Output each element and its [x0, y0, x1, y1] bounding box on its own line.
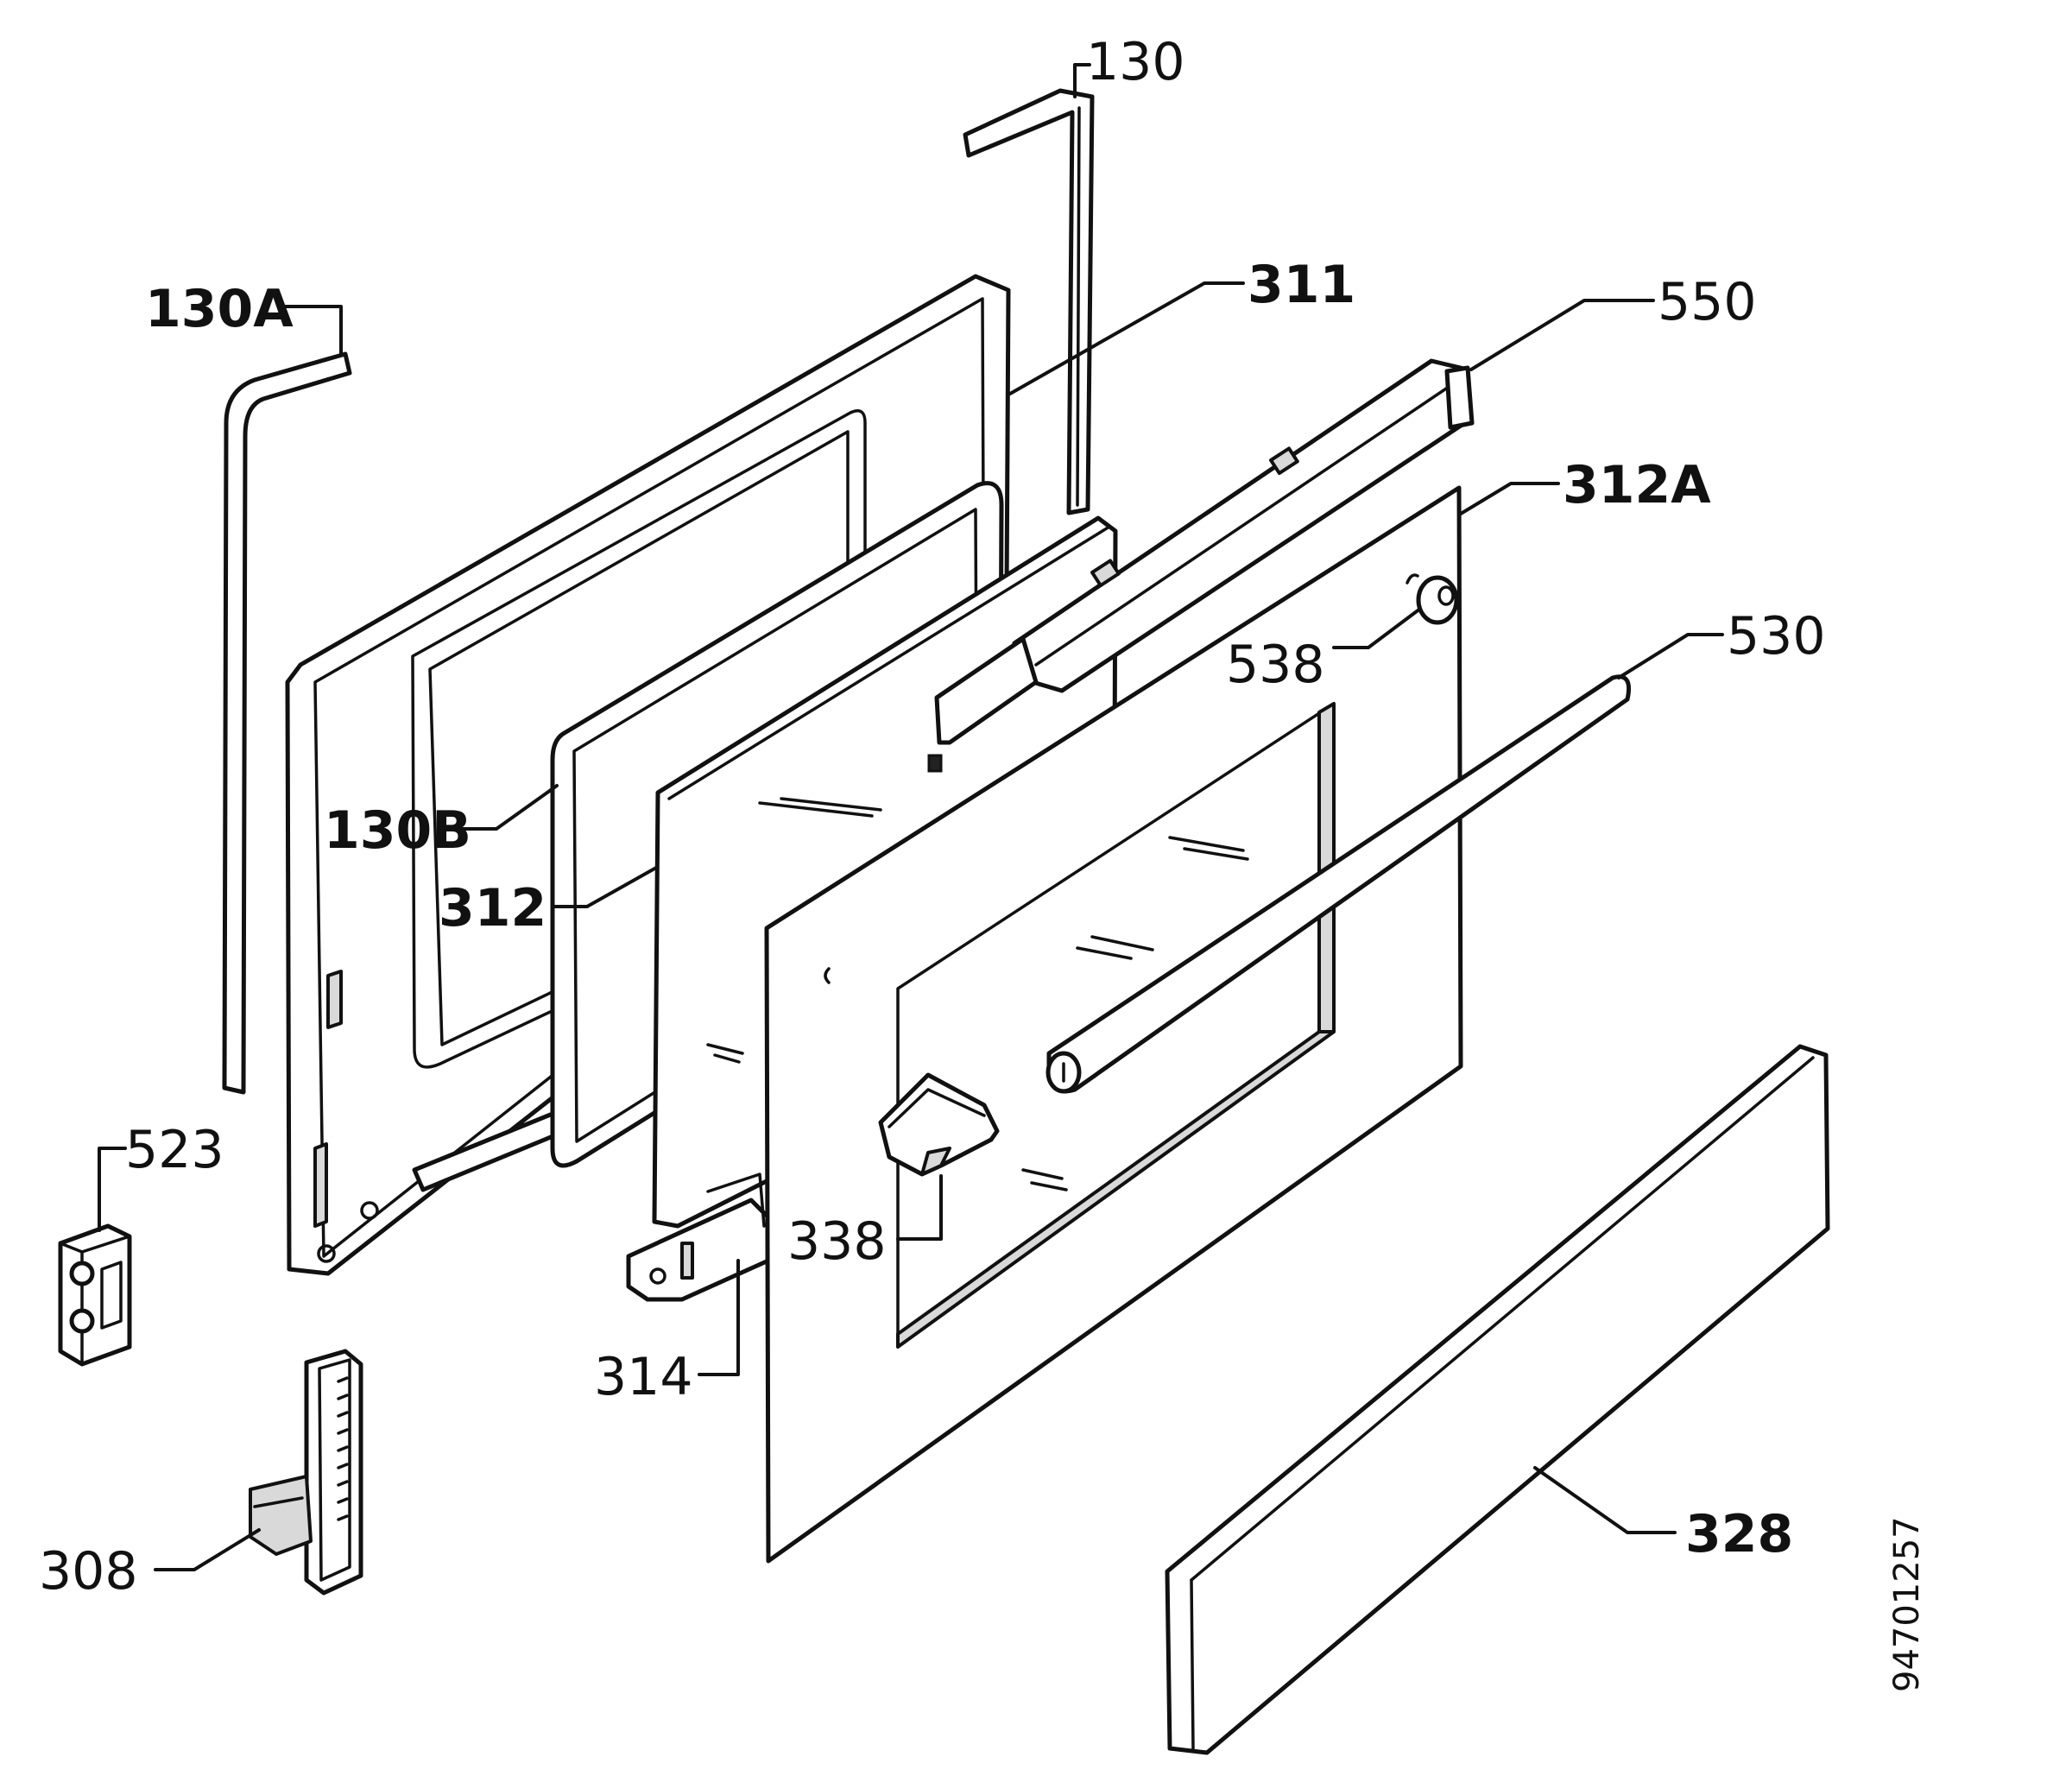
bumper-538: [1406, 573, 1459, 625]
leader-308: [154, 1528, 261, 1571]
seal-strip-130: [963, 88, 1095, 515]
label-550: 550: [1658, 272, 1757, 332]
drawing-reference-number: 94701257: [1887, 1516, 1927, 1692]
leader-550: [1469, 299, 1655, 371]
glass-bracket-314: [626, 1172, 771, 1302]
leader-130B: [452, 784, 559, 831]
label-530: 530: [1727, 606, 1826, 667]
leader-328: [1533, 1466, 1677, 1534]
top-profile-550: [927, 358, 1475, 773]
leader-311: [1008, 281, 1245, 395]
leader-lines: [98, 63, 1724, 1571]
hinge-308: [249, 1349, 363, 1596]
label-130: 130: [1086, 32, 1185, 92]
leader-312A: [1459, 482, 1560, 515]
label-130A: 130A: [145, 279, 294, 339]
hinge-receiver-523: [58, 1223, 132, 1367]
leader-523: [98, 1147, 127, 1232]
label-328: 328: [1685, 1504, 1793, 1564]
label-338: 338: [787, 1211, 887, 1272]
bottom-panel-328: [1165, 1044, 1830, 1755]
label-523: 523: [125, 1120, 224, 1180]
seal-strip-130A: [222, 351, 352, 1095]
leader-530: [1617, 633, 1724, 679]
leader-130: [1073, 63, 1091, 98]
leader-312: [551, 866, 658, 908]
label-312A: 312A: [1563, 455, 1711, 515]
label-314: 314: [594, 1347, 693, 1407]
label-538: 538: [1226, 635, 1325, 695]
label-130B: 130B: [324, 800, 471, 861]
leader-314: [698, 1259, 740, 1376]
label-311: 311: [1248, 255, 1355, 315]
leader-538: [1332, 607, 1422, 649]
leader-130A: [283, 305, 343, 356]
part-labels: 130 130A 311 550 312A 538 530 130B 312 5…: [39, 32, 1826, 1602]
handle-cap-338: [878, 1072, 1000, 1177]
leader-338: [896, 1174, 943, 1241]
label-312: 312: [439, 878, 546, 939]
label-308: 308: [39, 1541, 138, 1602]
